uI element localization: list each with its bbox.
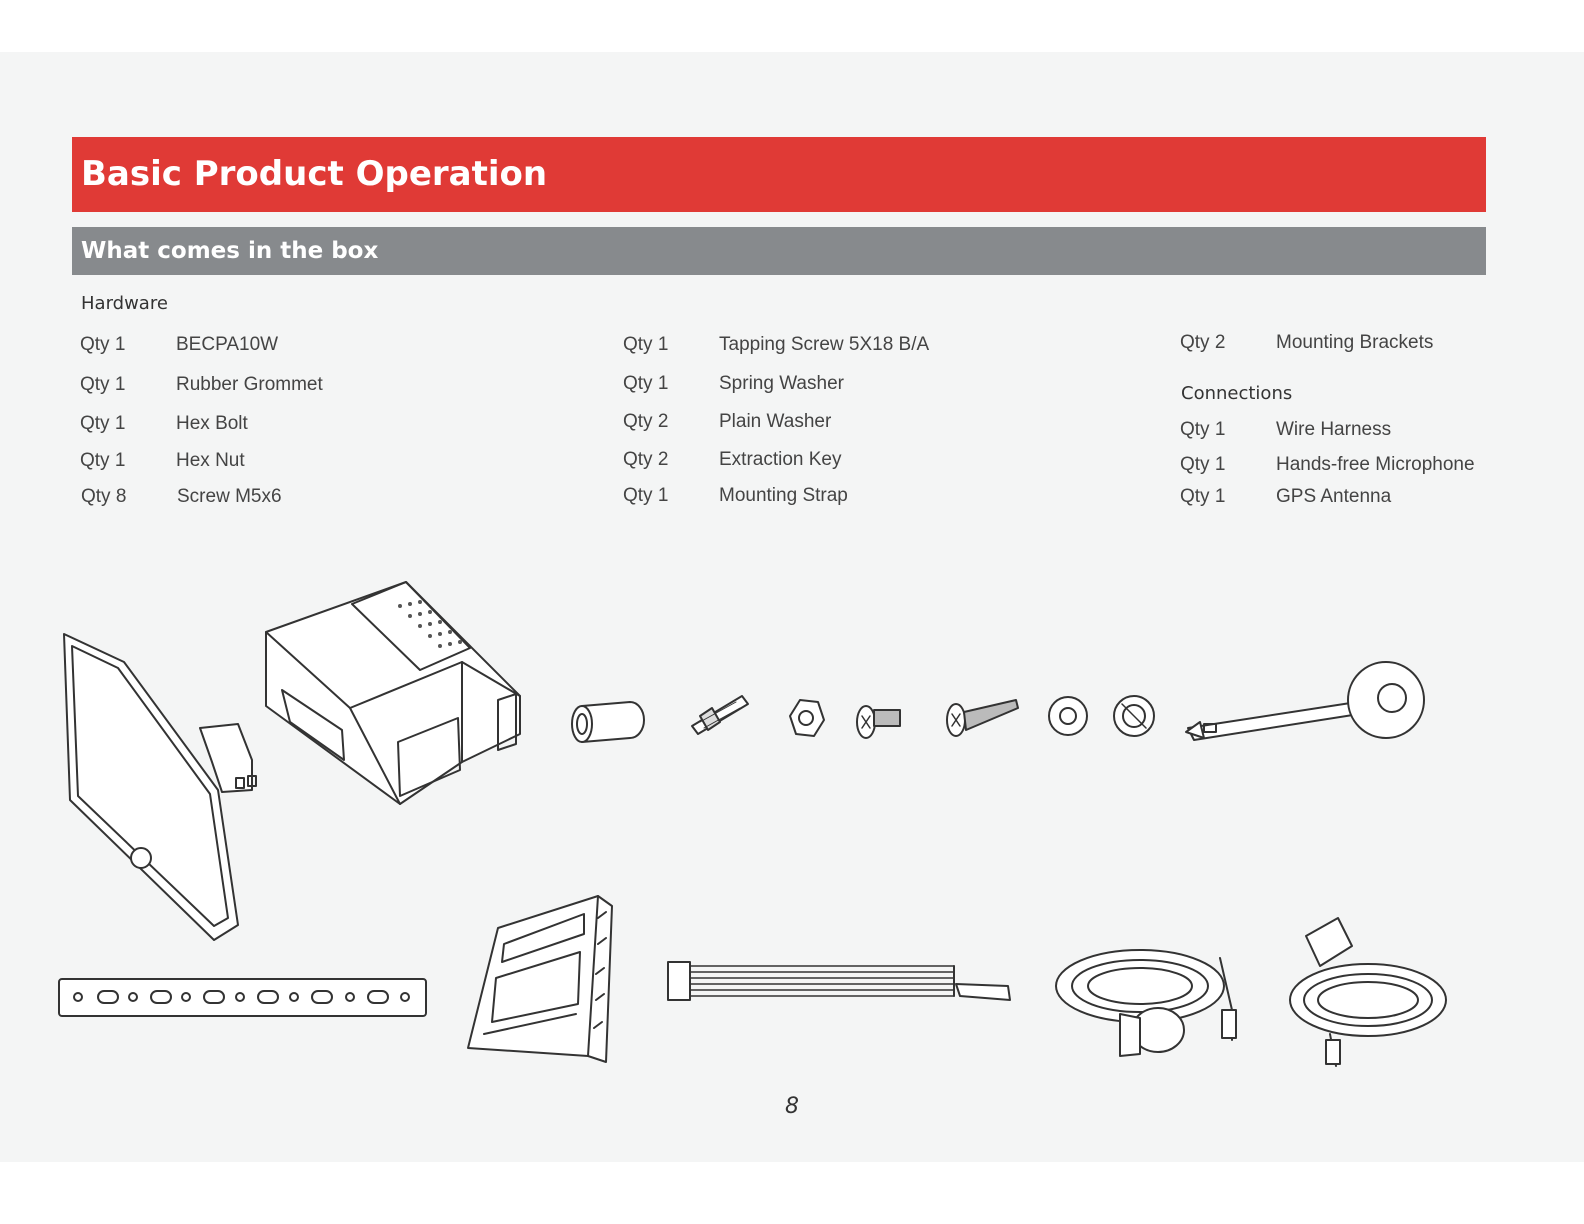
item-qty: Qty 2: [623, 449, 669, 470]
item-qty: Qty 2: [623, 411, 669, 432]
item-name: BECPA10W: [176, 334, 279, 355]
section-subtitle: What comes in the box: [72, 227, 1486, 275]
item-qty: Qty 1: [80, 334, 126, 355]
item-qty: Qty 1: [623, 485, 669, 506]
hex-bolt-illustration: [691, 695, 749, 735]
item-name: Tapping Screw 5X18 B/A: [719, 334, 930, 355]
screw-illustration: [856, 705, 901, 739]
item-qty: Qty 1: [1180, 419, 1226, 440]
display-panel-illustration: [63, 633, 257, 941]
item-qty: Qty 1: [623, 373, 669, 394]
hardware-heading: Hardware: [81, 293, 168, 314]
gps-antenna-illustration: [1289, 917, 1447, 1067]
item-qty: Qty 1: [1180, 486, 1226, 507]
item-qty: Qty 2: [1180, 332, 1226, 353]
item-name: Hex Nut: [176, 450, 245, 471]
item-name: Rubber Grommet: [176, 374, 323, 395]
mounting-bracket-illustration: [467, 895, 613, 1063]
head-unit-illustration: [265, 581, 521, 805]
item-qty: Qty 1: [80, 413, 126, 434]
page-title: Basic Product Operation: [72, 137, 1486, 212]
item-name: Wire Harness: [1276, 419, 1392, 440]
page-number: 8: [785, 1094, 799, 1119]
connections-heading: Connections: [1181, 383, 1293, 404]
microphone-illustration: [1055, 949, 1237, 1057]
item-qty: Qty 1: [623, 334, 669, 355]
wire-harness-illustration: [667, 961, 1011, 1001]
item-name: Plain Washer: [719, 411, 832, 432]
item-qty: Qty 1: [80, 450, 126, 471]
rubber-grommet-illustration: [571, 701, 645, 743]
item-name: Screw M5x6: [177, 486, 282, 507]
item-qty: Qty 8: [81, 486, 127, 507]
plain-washer-illustration: [1048, 696, 1088, 736]
item-qty: Qty 1: [80, 374, 126, 395]
item-name: GPS Antenna: [1276, 486, 1392, 507]
hex-nut-illustration: [789, 699, 825, 737]
item-name: Mounting Brackets: [1276, 332, 1434, 353]
extraction-key-illustration: [1185, 661, 1425, 741]
item-name: Hands-free Microphone: [1276, 454, 1475, 475]
item-name: Hex Bolt: [176, 413, 248, 434]
item-name: Extraction Key: [719, 449, 842, 470]
item-qty: Qty 1: [1180, 454, 1226, 475]
tapping-screw-illustration: [946, 699, 1019, 737]
mounting-strap-illustration: [58, 978, 427, 1017]
spring-washer-illustration: [1113, 695, 1155, 737]
item-name: Spring Washer: [719, 373, 844, 394]
item-name: Mounting Strap: [719, 485, 848, 506]
